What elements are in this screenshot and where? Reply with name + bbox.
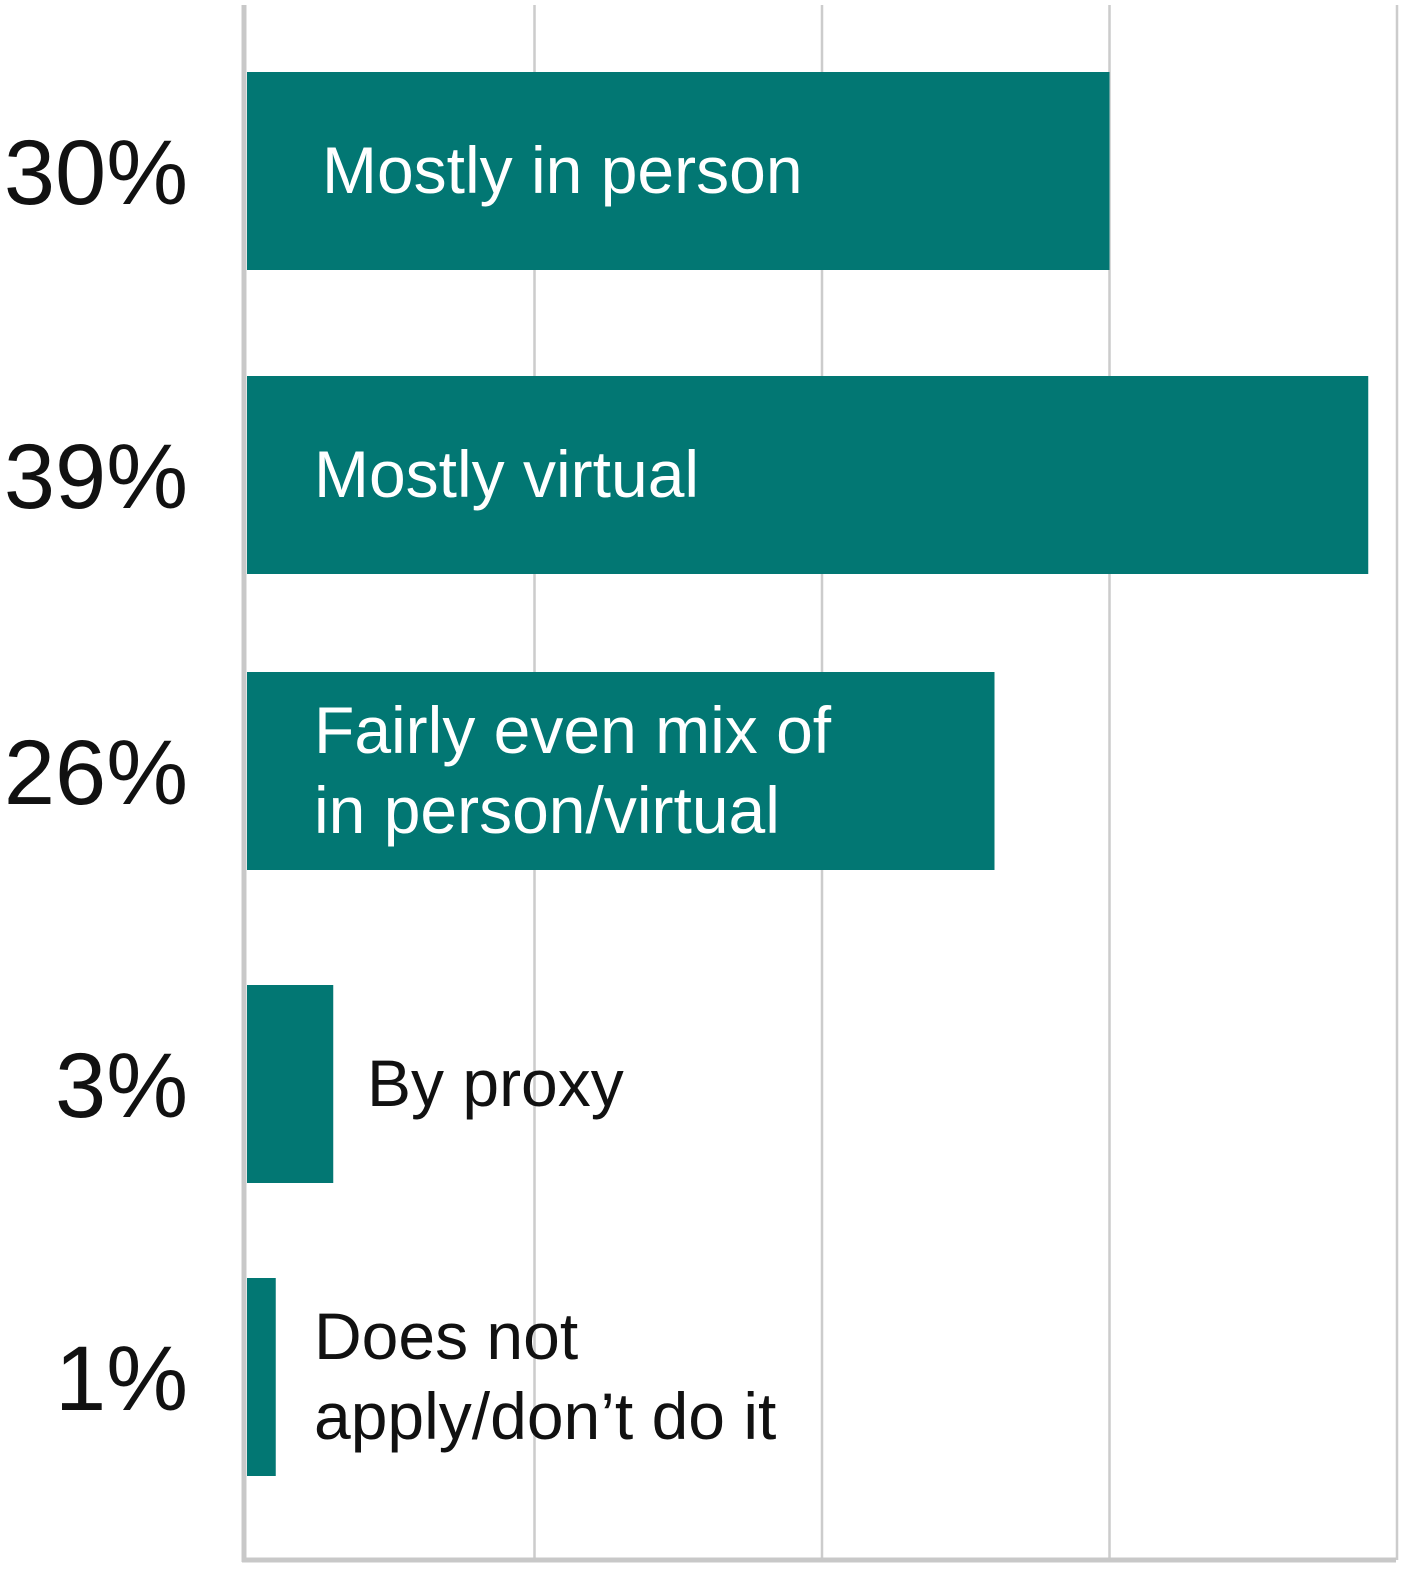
value-label-2: 26% — [4, 722, 188, 824]
category-label-line: By proxy — [367, 1046, 624, 1120]
category-label-line: Fairly even mix of — [314, 693, 832, 767]
axis — [241, 5, 1396, 1563]
category-label-1: Mostly virtual — [314, 437, 699, 511]
bar-0 — [247, 72, 1110, 270]
category-label-line: in person/virtual — [314, 773, 780, 847]
bar-3 — [247, 985, 334, 1183]
category-label-line: Mostly in person — [322, 133, 803, 207]
value-label-4: 1% — [55, 1328, 188, 1430]
bar-1 — [247, 376, 1369, 574]
value-label-0: 30% — [4, 122, 188, 224]
category-label-line: Does not — [314, 1299, 578, 1373]
bars — [247, 72, 1369, 1476]
category-label-line: Mostly virtual — [314, 437, 699, 511]
category-label-0: Mostly in person — [322, 133, 803, 207]
category-label-3: By proxy — [367, 1046, 624, 1120]
value-label-3: 3% — [55, 1035, 188, 1137]
bar-4 — [247, 1278, 276, 1476]
bar-2 — [247, 672, 995, 870]
value-label-1: 39% — [4, 426, 188, 528]
category-label-line: apply/don’t do it — [314, 1379, 776, 1453]
